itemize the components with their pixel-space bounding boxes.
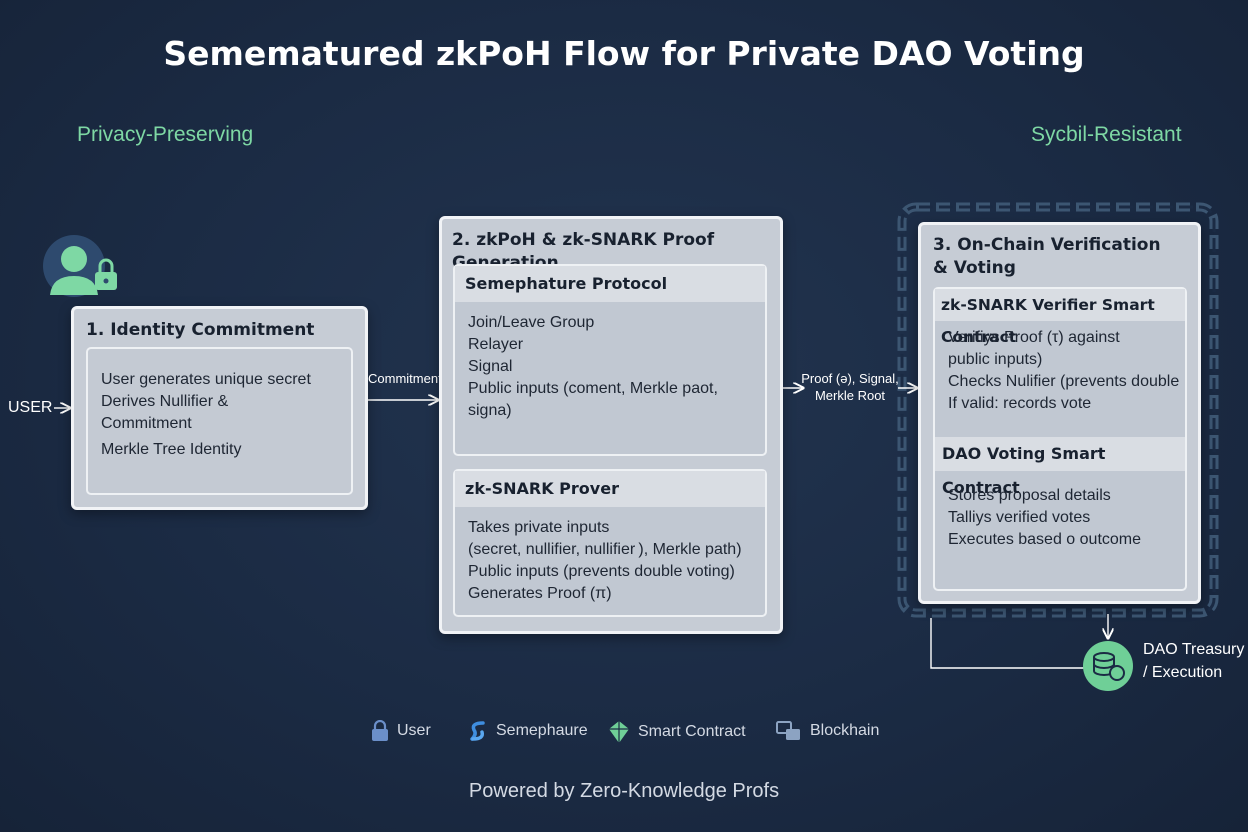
blockchain-icon [776,721,800,740]
panel-title: zk-SNARK Prover [455,471,765,507]
tagline-privacy: Privacy-Preserving [77,123,254,146]
dao-voting-title: DAO Voting Smart Contract [935,437,1185,497]
semaphore-protocol-panel: Semephature Protocol Join/Leave Group Re… [453,264,767,456]
identity-details-panel: User generates unique secret Derives Nul… [86,347,353,495]
commitment-arrow-label: Commitment [368,371,442,386]
dao-lines: Stores proposal details Talliys verified… [948,487,1142,548]
semaphore-icon [470,721,485,741]
tagline-sybil: Sycbil-Resistant [1031,123,1182,146]
user-avatar-icon [43,235,117,297]
protocol-lines: Join/Leave Group Relayer Signal Public i… [468,314,718,419]
identity-lines: User generates unique secret Derives Nul… [101,371,311,458]
legend-semaphore: Semephaure [468,720,588,742]
execution-line [930,618,1084,669]
zk-snark-prover-panel: zk-SNARK Prover Takes private inputs (se… [453,469,767,617]
proof-arrow-label: Proof (ə), Signal, Merkle Root [801,371,899,403]
treasury-coins-icon [1083,641,1133,691]
verifier-lines: Verifiys Proof (τ) against public inputs… [948,329,1180,412]
user-label: USER [8,399,53,416]
on-chain-verification-box: 3. On-Chain Verification & Voting zk-SNA… [918,222,1201,604]
footer-text: Powered by Zero-Knowledge Profs [468,780,780,802]
panel-title: Semephature Protocol [455,266,765,302]
proof-generation-box: 2. zkPoH & zk-SNARK Proof Generation Sem… [439,216,783,634]
legend-user: User [371,720,431,742]
legend-smart-contract: Smart Contract [608,720,746,744]
prover-lines: Takes private inputs (secret, nullifier,… [468,519,742,602]
smart-contract-icon [609,721,629,743]
box-title: 1. Identity Commitment [86,320,315,340]
legend-blockchain: Blockhain [776,720,879,742]
contracts-panel: zk-SNARK Verifier Smart Contract Verifiy… [933,287,1187,591]
identity-commitment-box: 1. Identity Commitment User generates un… [71,306,368,510]
page-title: Semematured zkPoH Flow for Private DAO V… [163,34,1085,73]
dao-treasury-label: DAO Treasury / Execution [1143,641,1245,681]
verifier-title: zk-SNARK Verifier Smart Contract [935,289,1185,346]
box-title: 3. On-Chain Verification & Voting [933,235,1161,278]
lock-icon [372,720,388,741]
